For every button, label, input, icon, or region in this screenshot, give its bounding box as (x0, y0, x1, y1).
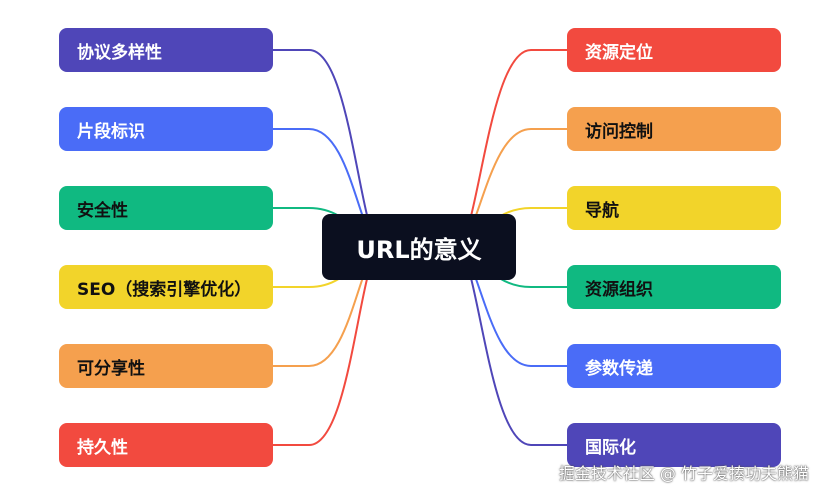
right-node-5: 参数传递 (567, 344, 781, 388)
left-node-5: 可分享性 (59, 344, 273, 388)
right-node-3: 导航 (567, 186, 781, 230)
left-node-3: 安全性 (59, 186, 273, 230)
watermark: 掘金技术社区 @ 竹子爱揍功夫熊猫 (558, 464, 809, 483)
central-topic: URL的意义 (322, 214, 516, 280)
left-node-6: 持久性 (59, 423, 273, 467)
left-node-1: 协议多样性 (59, 28, 273, 72)
right-node-6: 国际化 (567, 423, 781, 467)
left-node-4: SEO（搜索引擎优化） (59, 265, 273, 309)
right-node-2: 访问控制 (567, 107, 781, 151)
right-node-1: 资源定位 (567, 28, 781, 72)
left-node-2: 片段标识 (59, 107, 273, 151)
right-node-4: 资源组织 (567, 265, 781, 309)
